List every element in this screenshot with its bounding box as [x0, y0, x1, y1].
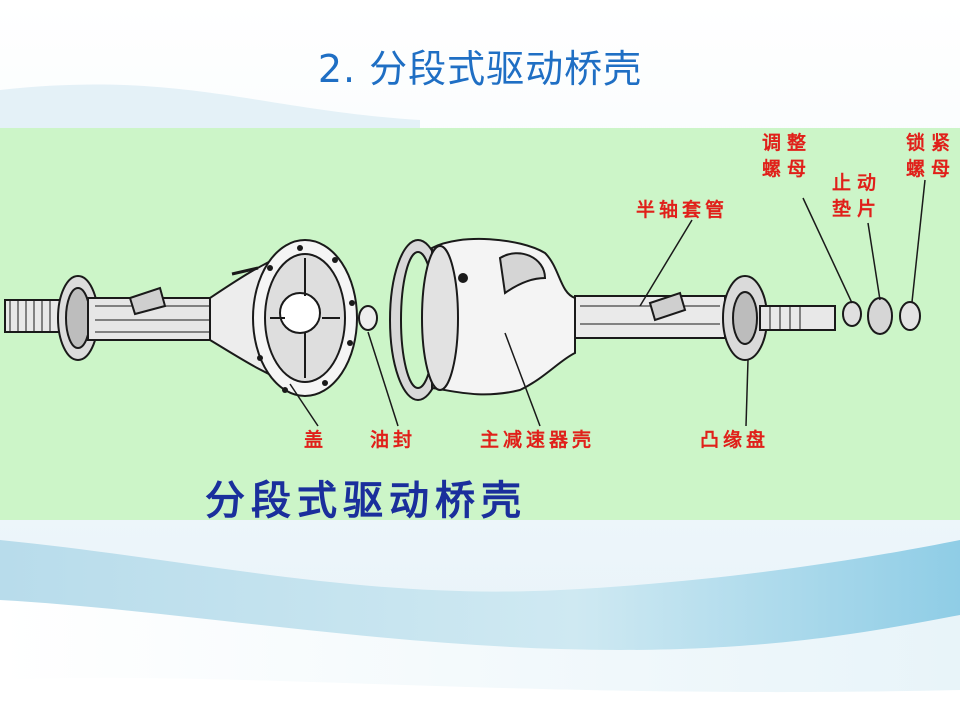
label-final-drive-housing: 主减速器壳 — [480, 429, 596, 451]
label-flange: 凸缘盘 — [700, 429, 770, 451]
label-adjust-nut: 调整螺母 — [762, 132, 813, 180]
label-stop-washer: 止动垫片 — [832, 172, 883, 220]
label-oil-seal: 油封 — [370, 429, 417, 451]
lock-nut-part — [899, 301, 921, 331]
left-shaft-part — [4, 275, 214, 361]
flange-part — [722, 275, 768, 361]
leader-lines — [289, 179, 926, 427]
stop-washer-part — [867, 297, 893, 335]
label-axle-sleeve: 半轴套管 — [636, 199, 729, 221]
label-lock-nut: 锁紧螺母 — [906, 132, 957, 180]
axle-sleeve-part — [574, 291, 726, 339]
label-cover: 盖 — [304, 429, 328, 451]
cover-part — [209, 239, 358, 397]
exploded-axle-drawing — [4, 179, 926, 427]
diagram-panel: 盖 油封 主减速器壳 凸缘盘 半轴套管 调整螺母 止动垫片 锁紧螺母 分段式驱动… — [0, 128, 960, 524]
diagram-caption: 分段式驱动桥壳 — [205, 477, 527, 524]
right-shaft-part — [759, 305, 836, 331]
adjust-nut-part — [842, 301, 862, 327]
slide-title: 2. 分段式驱动桥壳 — [317, 47, 643, 91]
final-drive-housing-part — [421, 237, 576, 396]
oil-seal-part — [358, 305, 378, 331]
